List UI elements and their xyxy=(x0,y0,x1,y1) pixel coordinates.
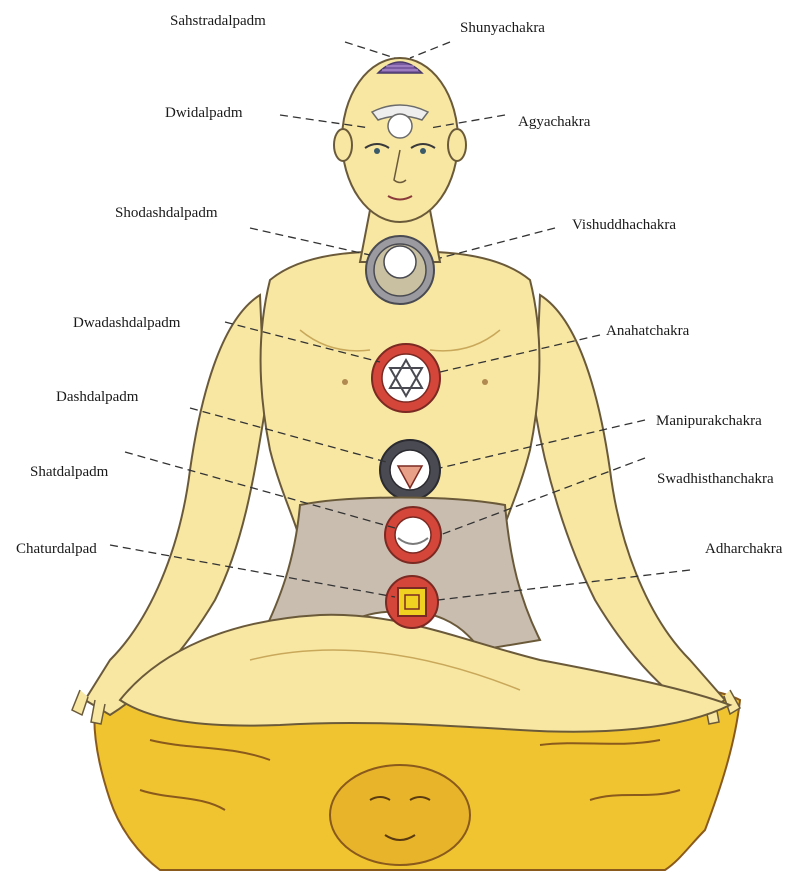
label-dwidalpadm: Dwidalpadm xyxy=(165,104,242,122)
label-chaturdalpad: Chaturdalpad xyxy=(16,540,97,558)
label-vishuddhachakra: Vishuddhachakra xyxy=(572,216,676,234)
label-swadhisthanchakra: Swadhisthanchakra xyxy=(657,470,774,488)
label-dwadashdalpadm: Dwadashdalpadm xyxy=(73,314,180,332)
label-shatdalpadm: Shatdalpadm xyxy=(30,463,108,481)
label-shodashdalpadm: Shodashdalpadm xyxy=(115,204,218,222)
vishuddha-chakra xyxy=(366,236,434,304)
muladhara-chakra xyxy=(386,576,438,628)
swadhisthana-chakra xyxy=(385,507,441,563)
label-dashdalpadm: Dashdalpadm xyxy=(56,388,138,406)
head xyxy=(334,58,466,222)
label-sahstradalpadm: Sahstradalpadm xyxy=(170,12,266,30)
label-shunyachakra: Shunyachakra xyxy=(460,19,545,37)
label-anahatchakra: Anahatchakra xyxy=(606,322,689,340)
tiger-head xyxy=(330,765,470,865)
manipura-chakra xyxy=(380,440,440,500)
label-agyachakra: Agyachakra xyxy=(518,113,590,131)
label-manipurakchakra: Manipurakchakra xyxy=(656,412,762,430)
label-adharchakra: Adharchakra xyxy=(705,540,782,558)
anahata-chakra xyxy=(372,344,440,412)
